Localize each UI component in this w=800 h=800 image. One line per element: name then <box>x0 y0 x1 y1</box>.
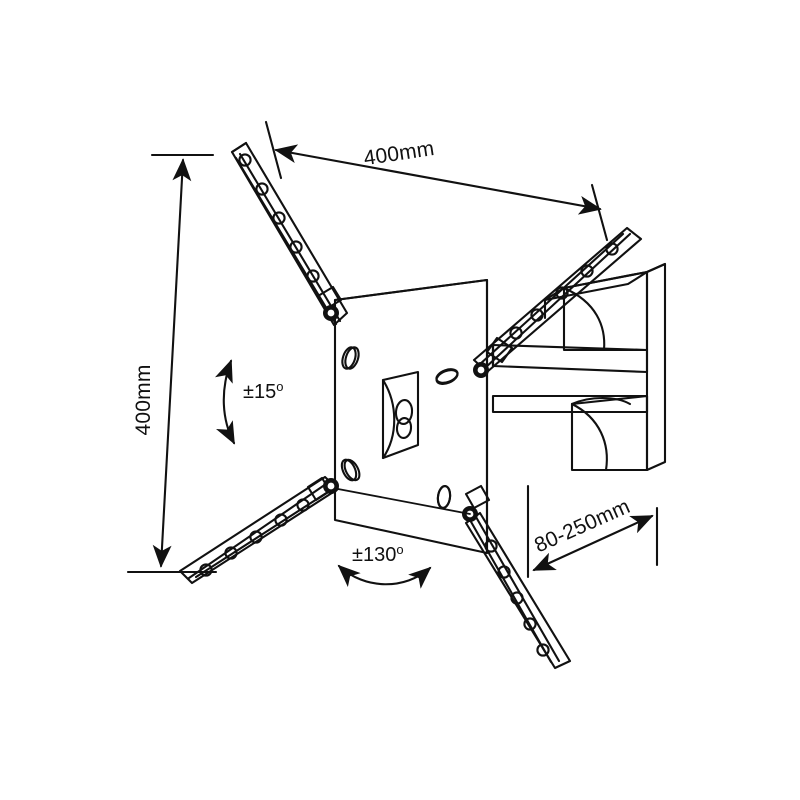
linkage-rails <box>485 278 495 555</box>
dimension-height-400mm <box>126 153 218 574</box>
center-pivot-plate <box>381 370 420 460</box>
label-height-400mm: 400mm <box>132 364 155 435</box>
label-swivel-degree-mark: o <box>396 542 403 557</box>
hub-clip-ovals <box>343 346 459 510</box>
arm-bottom-right <box>462 484 572 670</box>
arm-bottom-left <box>178 475 340 585</box>
arm-slot-top-right <box>485 336 514 364</box>
label-swivel-angle-value: ±130 <box>352 544 396 566</box>
wall-plate <box>491 262 667 472</box>
label-width-400mm: 400mm <box>362 137 436 170</box>
angle-labels: ±15o ±130o <box>243 379 404 567</box>
arm-slot-top-left <box>316 285 343 311</box>
label-tilt-angle: ±15o <box>243 379 283 404</box>
angle-tilt-arc <box>214 359 236 445</box>
dimension-width-400mm <box>264 120 609 242</box>
angle-leader-lines <box>337 488 471 515</box>
arm-top-right <box>472 226 643 378</box>
arm-slot-bottom-right <box>464 484 491 510</box>
label-swivel-angle: ±130o <box>352 542 404 567</box>
arm-top-left <box>230 141 349 327</box>
label-tilt-degree-mark: o <box>276 379 283 394</box>
dimension-depth-80-250mm <box>526 484 659 579</box>
label-tilt-angle-value: ±15 <box>243 381 276 403</box>
angle-swivel-arc <box>337 564 432 589</box>
plate-slot-holes <box>340 346 459 509</box>
